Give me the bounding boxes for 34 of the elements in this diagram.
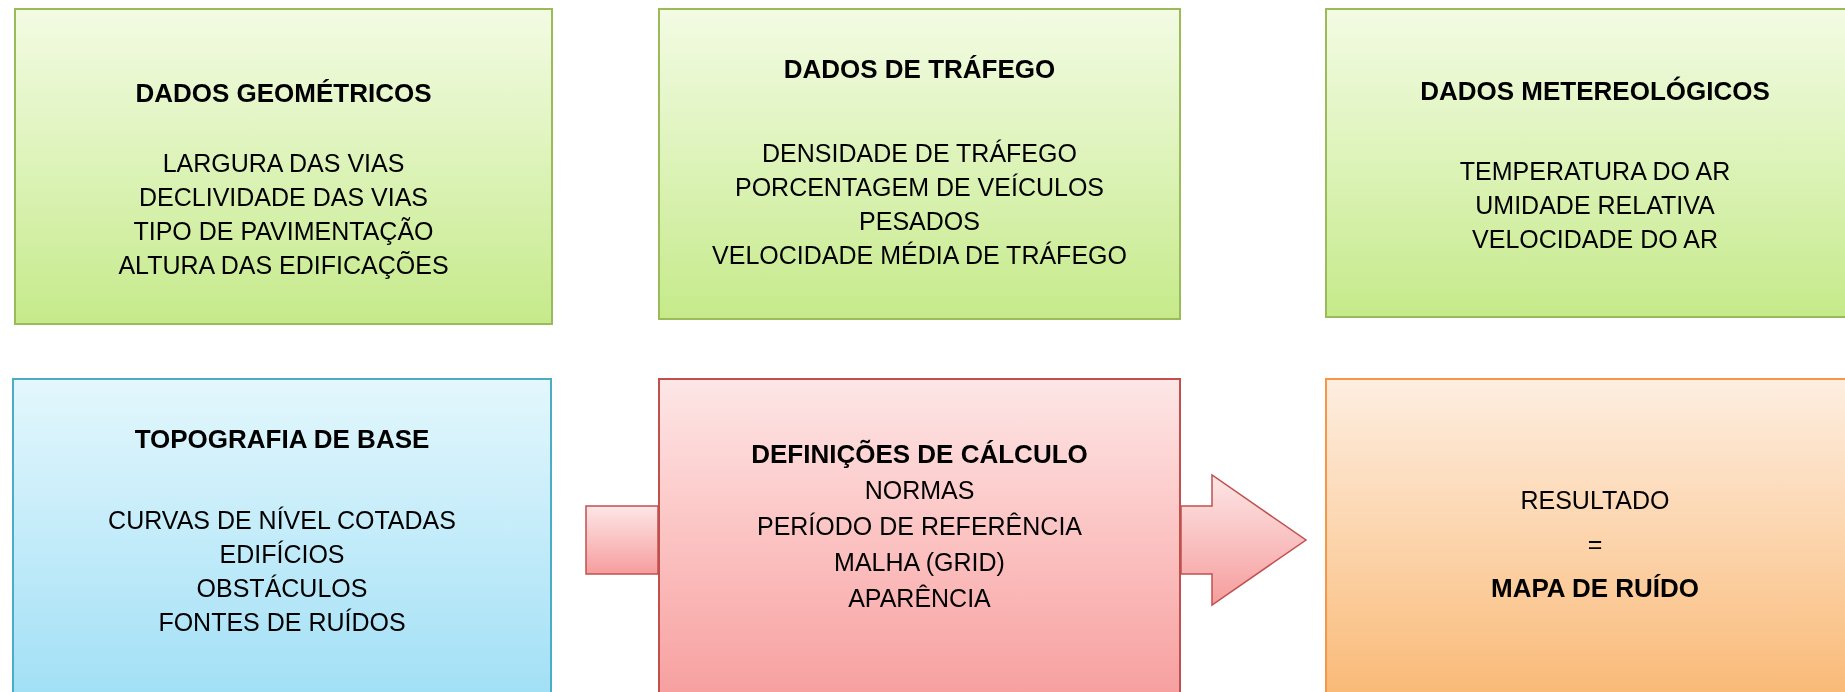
box-text: ALTURA DAS EDIFICAÇÕES xyxy=(118,250,449,281)
box-text: VELOCIDADE DO AR xyxy=(1472,224,1718,255)
box-text: APARÊNCIA xyxy=(848,583,991,614)
box-text: LARGURA DAS VIAS xyxy=(162,148,405,179)
data-box xyxy=(12,378,552,692)
box-text: TEMPERATURA DO AR xyxy=(1459,156,1731,187)
box-text: UMIDADE RELATIVA xyxy=(1475,190,1715,221)
box-heading: TOPOGRAFIA DE BASE xyxy=(134,423,430,456)
box-text: PERÍODO DE REFERÊNCIA xyxy=(756,511,1083,542)
box-text: VELOCIDADE MÉDIA DE TRÁFEGO xyxy=(712,240,1127,271)
data-box xyxy=(658,378,1181,692)
box-text: TIPO DE PAVIMENTAÇÃO xyxy=(133,216,434,247)
data-box xyxy=(1325,8,1845,318)
box-heading: DADOS GEOMÉTRICOS xyxy=(135,77,432,110)
box-text: MAPA DE RUÍDO xyxy=(1491,572,1699,605)
box-heading: DADOS METEREOLÓGICOS xyxy=(1420,75,1770,108)
box-text: = xyxy=(1587,529,1603,560)
box-text: DECLIVIDADE DAS VIAS xyxy=(139,182,428,213)
block-arrow xyxy=(585,505,659,575)
data-box xyxy=(1325,378,1845,692)
data-box xyxy=(14,8,553,325)
box-text: MALHA (GRID) xyxy=(834,547,1005,578)
box-text: EDIFÍCIOS xyxy=(219,539,345,570)
data-box xyxy=(658,8,1181,320)
box-text: PORCENTAGEM DE VEÍCULOS PESADOS xyxy=(733,172,1105,237)
box-text: CURVAS DE NÍVEL COTADAS xyxy=(108,505,456,536)
box-heading: DEFINIÇÕES DE CÁLCULO xyxy=(751,438,1088,471)
box-heading: DADOS DE TRÁFEGO xyxy=(783,53,1056,86)
box-text: DENSIDADE DE TRÁFEGO xyxy=(762,138,1077,169)
box-text: OBSTÁCULOS xyxy=(196,573,368,604)
block-arrow xyxy=(1180,473,1308,607)
box-heading: RESULTADO xyxy=(1520,485,1670,516)
box-text: NORMAS xyxy=(864,475,975,506)
box-text: FONTES DE RUÍDOS xyxy=(158,607,406,638)
